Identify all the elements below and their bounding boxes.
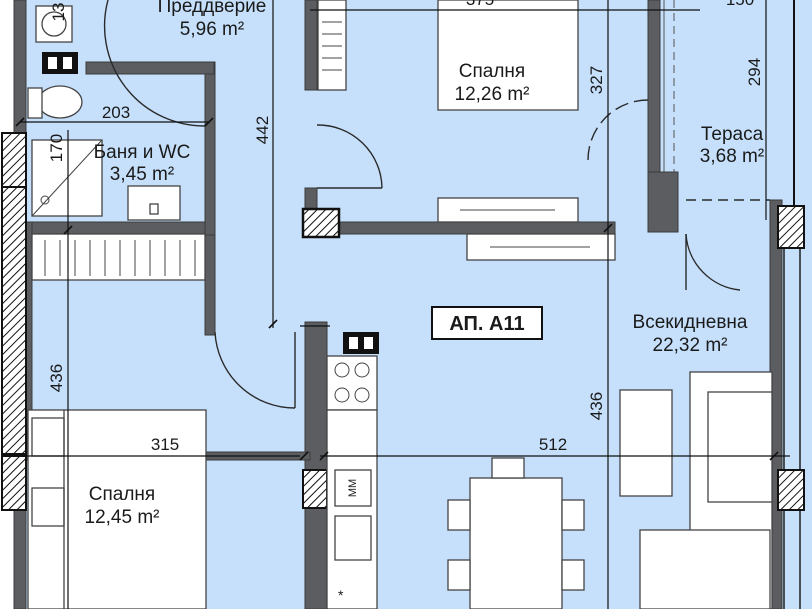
dim-170: 170 bbox=[47, 134, 66, 162]
toilet-icon bbox=[27, 85, 83, 119]
dimension-lines bbox=[15, 0, 790, 609]
door-swing-icon bbox=[103, 0, 770, 409]
dim-436-left: 436 bbox=[47, 364, 66, 392]
room-labels: Преддверие 5,96 m² Спалня 12,26 m² Баня … bbox=[85, 0, 765, 528]
kitchen-marks: ММ * bbox=[338, 479, 359, 603]
column-icon bbox=[1, 132, 27, 188]
columns bbox=[1, 132, 805, 511]
svg-text:ММ: ММ bbox=[347, 479, 359, 497]
bed-icon bbox=[27, 0, 579, 609]
dim-203: 203 bbox=[102, 103, 130, 122]
room-area-bath: 3,45 m² bbox=[110, 164, 174, 185]
dim-150: 150 bbox=[726, 0, 754, 9]
dim-512: 512 bbox=[539, 435, 567, 454]
electric-panel-icon bbox=[42, 52, 379, 354]
dimension-labels: 13 375 150 327 294 442 203 170 436 436 3… bbox=[47, 0, 764, 454]
stove-icon bbox=[326, 355, 378, 609]
room-name-bath: Баня и WC bbox=[94, 142, 191, 163]
room-name-terrace: Тераса bbox=[701, 124, 764, 145]
sofa-icon bbox=[619, 371, 773, 609]
dim-13: 13 bbox=[49, 3, 68, 22]
dim-442: 442 bbox=[253, 116, 272, 144]
column-icon bbox=[301, 207, 341, 239]
column-icon bbox=[1, 186, 27, 455]
room-name-bedroom-top: Спалня bbox=[459, 61, 525, 82]
dim-327: 327 bbox=[587, 66, 606, 94]
dim-436-right: 436 bbox=[587, 392, 606, 420]
room-name-bedroom-bottom: Спалня bbox=[89, 484, 155, 505]
dim-315: 315 bbox=[151, 435, 179, 454]
column-icon bbox=[302, 469, 328, 509]
dining-table-icon bbox=[447, 457, 585, 609]
column-icon bbox=[777, 205, 805, 249]
sink-icon bbox=[35, 5, 181, 221]
room-name-predverie: Преддверие bbox=[158, 0, 267, 17]
room-area-bedroom-bottom: 12,45 m² bbox=[85, 507, 160, 528]
room-area-predverie: 5,96 m² bbox=[180, 19, 244, 40]
column-icon bbox=[777, 469, 805, 511]
apartment-label: АП. А11 bbox=[431, 306, 543, 340]
shower-icon bbox=[31, 139, 103, 217]
dim-294: 294 bbox=[745, 58, 764, 86]
apartment-label-text: АП. А11 bbox=[449, 313, 524, 335]
room-area-living: 22,32 m² bbox=[653, 335, 728, 356]
dim-375: 375 bbox=[466, 0, 494, 9]
window-icon bbox=[783, 0, 801, 609]
column-icon bbox=[1, 455, 27, 511]
room-name-living: Всекидневна bbox=[633, 312, 748, 333]
svg-text:*: * bbox=[338, 587, 344, 603]
wardrobe-icon bbox=[31, 0, 616, 281]
room-area-terrace: 3,68 m² bbox=[700, 146, 764, 167]
room-area-bedroom-top: 12,26 m² bbox=[455, 84, 530, 105]
